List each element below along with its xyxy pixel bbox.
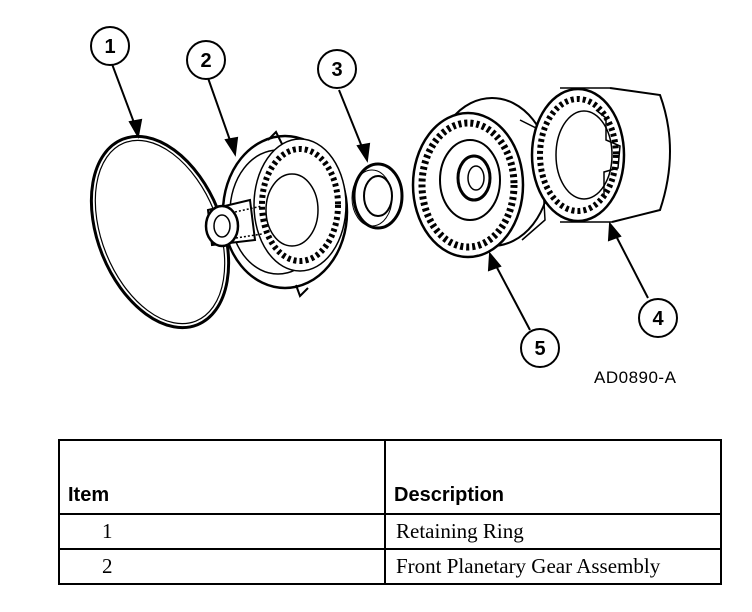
ring-gear-drum-part xyxy=(530,87,671,223)
leader-lines xyxy=(111,63,649,331)
description-cell: Retaining Ring xyxy=(384,513,722,550)
callout-3: 3 xyxy=(317,49,357,89)
figure-id-label: AD0890-A xyxy=(594,368,677,387)
thrust-washer-part xyxy=(351,162,404,230)
callout-1: 1 xyxy=(90,26,130,66)
description-column-header: Description xyxy=(384,439,722,515)
description-cell: Front Planetary Gear Assembly xyxy=(384,548,722,585)
svg-text:1: 1 xyxy=(104,36,115,58)
table-row: 2 Front Planetary Gear Assembly xyxy=(58,548,722,585)
item-number-cell: 1 xyxy=(58,513,386,550)
svg-text:4: 4 xyxy=(652,308,664,330)
planetary-carrier-part xyxy=(411,97,551,259)
svg-text:3: 3 xyxy=(331,59,342,81)
exploded-view-illustration: 1 2 3 4 5 xyxy=(89,26,678,368)
callout-2: 2 xyxy=(186,40,226,80)
item-number-cell: 2 xyxy=(58,548,386,585)
front-planetary-gear-assembly-part xyxy=(204,130,349,298)
callout-4: 4 xyxy=(638,298,678,338)
table-header-row: Item Description xyxy=(58,439,722,515)
svg-text:5: 5 xyxy=(534,338,545,360)
item-column-header: Item xyxy=(58,439,386,515)
table-row: 1 Retaining Ring xyxy=(58,513,722,550)
svg-text:2: 2 xyxy=(200,50,211,72)
parts-table: Item Description 1 Retaining Ring 2 Fron… xyxy=(58,439,722,585)
callout-5: 5 xyxy=(520,328,560,368)
